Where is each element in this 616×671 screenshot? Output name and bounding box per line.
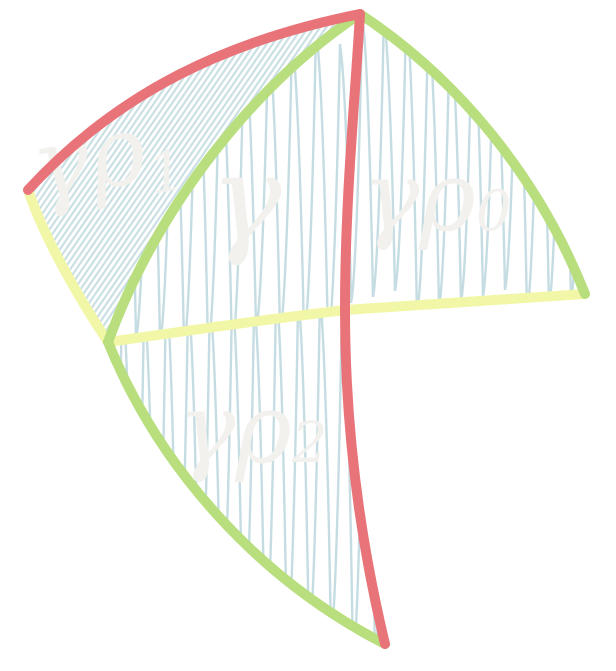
label-gamma-rho-1: γρ1	[23, 86, 190, 227]
green-edge-bottom-arc	[103, 337, 390, 649]
yellow-edge-left	[23, 185, 113, 347]
label-gamma-rho-0: γρ0	[362, 141, 511, 253]
green-edge-center-arc	[103, 9, 365, 347]
label-gamma-rho-2: γρ2	[178, 373, 327, 485]
red-edge-vertical	[339, 9, 390, 649]
green-edge-right-arc	[355, 9, 590, 299]
red-edge-top-arc	[23, 9, 365, 195]
label-gamma: γ	[210, 130, 282, 269]
